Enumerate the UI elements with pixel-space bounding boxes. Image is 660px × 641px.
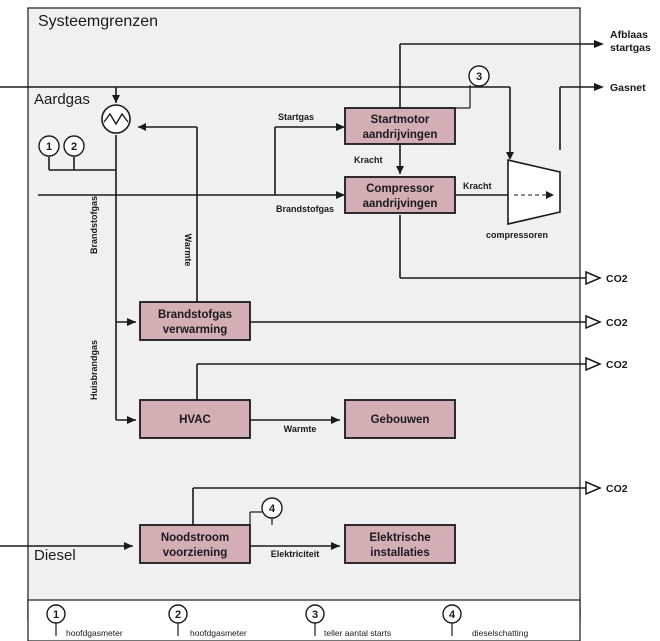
svg-text:Elektrische: Elektrische — [369, 532, 430, 544]
co2-arrows — [585, 270, 602, 496]
compressor-symbol — [507, 158, 561, 226]
meter-1: 1 — [38, 135, 60, 157]
legend-item-4: 4 dieselschatting — [442, 604, 529, 638]
meter-3: 3 — [468, 65, 490, 87]
svg-text:Brandstofgas: Brandstofgas — [158, 309, 232, 321]
diesel-label: Diesel — [34, 547, 76, 564]
legend-area — [27, 599, 581, 641]
legend-item-2: 2 hoofdgasmeter — [168, 604, 247, 638]
co2-label-4: CO2 — [606, 483, 628, 495]
kracht-horizontal-label: Kracht — [463, 181, 492, 191]
svg-text:HVAC: HVAC — [179, 414, 211, 426]
diagram-title: Systeemgrenzen — [38, 13, 158, 30]
svg-text:Gebouwen: Gebouwen — [371, 414, 430, 426]
co2-label-2: CO2 — [606, 317, 628, 329]
noodstroom-box: Noodstroom voorziening — [139, 524, 251, 564]
startgas-output-label: startgas — [610, 42, 651, 54]
gasnet-label: Gasnet — [610, 82, 646, 94]
aardgas-label: Aardgas — [34, 91, 90, 108]
legend-item-1: 1 hoofdgasmeter — [46, 604, 123, 638]
brandstofgas-vertical-label: Brandstofgas — [89, 196, 99, 254]
legend: 1 hoofdgasmeter 2 hoofdgasmeter 3 teller… — [46, 604, 529, 638]
svg-text:teller aantal starts: teller aantal starts — [324, 628, 391, 638]
elektrische-box: Elektrische installaties — [344, 524, 456, 564]
startmotor-box: Startmotor aandrijvingen — [344, 107, 456, 145]
warmte-vertical-label: Warmte — [183, 234, 193, 267]
meter-4: 4 — [261, 497, 283, 519]
system-boundary — [27, 7, 581, 621]
svg-text:hoofdgasmeter: hoofdgasmeter — [66, 628, 123, 638]
svg-text:verwarming: verwarming — [163, 324, 228, 336]
co2-label-1: CO2 — [606, 273, 628, 285]
brandstofgas-flow-label: Brandstofgas — [276, 204, 334, 214]
gebouwen-box: Gebouwen — [344, 399, 456, 439]
svg-text:aandrijvingen: aandrijvingen — [363, 129, 438, 141]
legend-item-3: 3 teller aantal starts — [305, 604, 391, 638]
elektriciteit-label: Elektriciteit — [271, 549, 320, 559]
svg-text:3: 3 — [312, 609, 318, 621]
afblaas-label: Afblaas — [610, 29, 648, 41]
svg-text:aandrijvingen: aandrijvingen — [363, 198, 438, 210]
svg-text:1: 1 — [53, 609, 59, 621]
svg-text:Compressor: Compressor — [366, 183, 434, 195]
svg-text:4: 4 — [269, 503, 276, 515]
meter-2: 2 — [63, 135, 85, 157]
svg-text:2: 2 — [175, 609, 181, 621]
svg-text:Startmotor: Startmotor — [371, 114, 430, 126]
hvac-box: HVAC — [139, 399, 251, 439]
compressoren-label: compressoren — [486, 230, 548, 240]
svg-text:dieselschatting: dieselschatting — [472, 628, 529, 638]
svg-text:1: 1 — [46, 141, 52, 153]
startgas-flow-label: Startgas — [278, 112, 314, 122]
heat-exchanger-icon — [101, 95, 131, 134]
svg-text:Noodstroom: Noodstroom — [161, 532, 229, 544]
svg-text:hoofdgasmeter: hoofdgasmeter — [190, 628, 247, 638]
warmte-horizontal-label: Warmte — [284, 424, 317, 434]
svg-text:4: 4 — [449, 609, 456, 621]
kracht-vertical-label: Kracht — [354, 155, 383, 165]
compressor-box: Compressor aandrijvingen — [344, 176, 456, 214]
flow-lines — [0, 43, 594, 547]
co2-label-3: CO2 — [606, 359, 628, 371]
svg-text:3: 3 — [476, 71, 482, 83]
svg-text:voorziening: voorziening — [163, 547, 228, 559]
brandstofgas-verwarming-box: Brandstofgas verwarming — [139, 301, 251, 341]
svg-text:installaties: installaties — [370, 547, 429, 559]
arrowheads — [124, 40, 604, 550]
svg-text:2: 2 — [71, 141, 77, 153]
huisbrandgas-vertical-label: Huisbrandgas — [89, 340, 99, 400]
